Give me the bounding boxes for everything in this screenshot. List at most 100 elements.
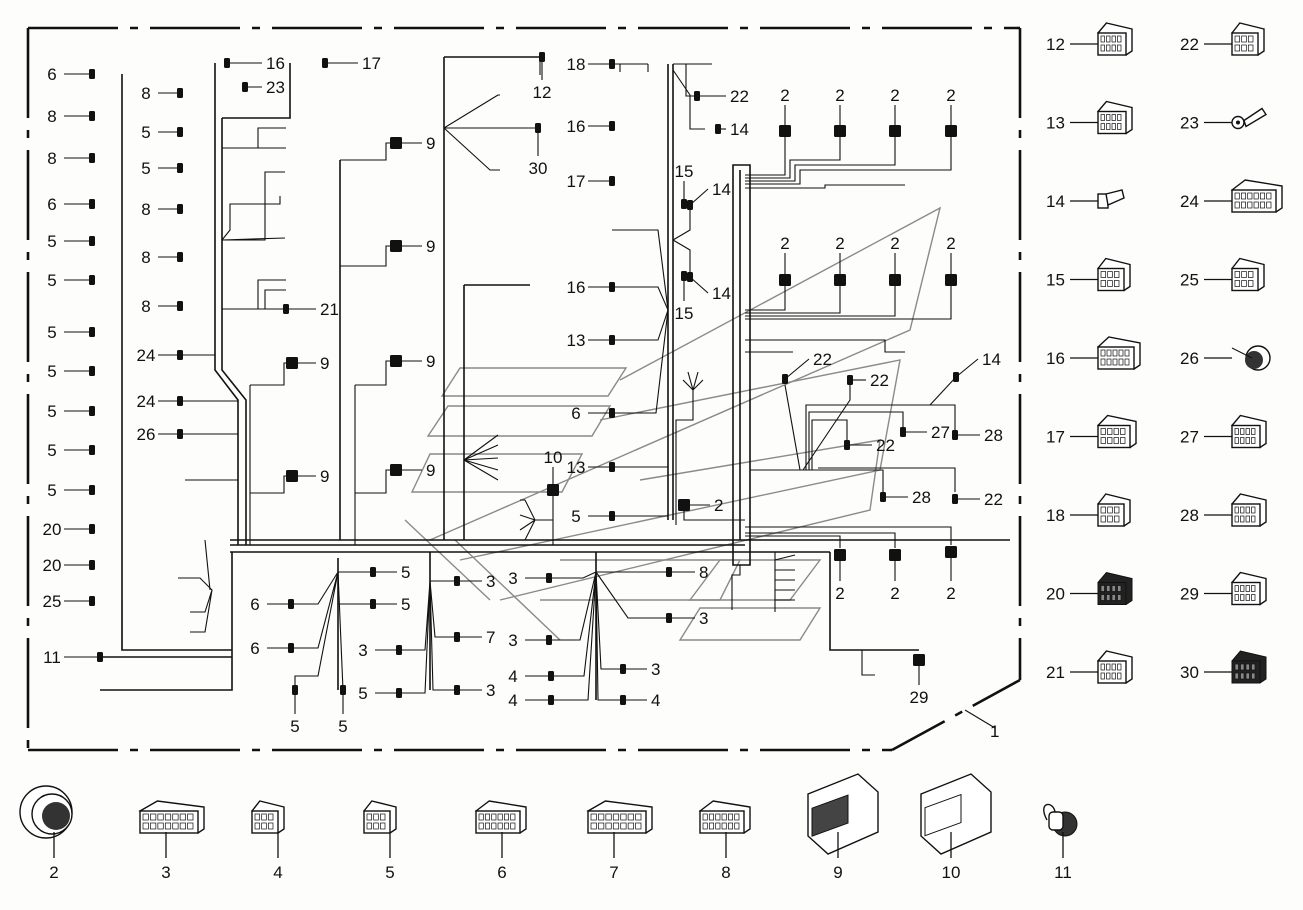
connector-mark — [548, 671, 554, 681]
callout-part-6: 6 — [250, 639, 294, 658]
assembly-callout: 1 — [990, 722, 999, 741]
connector-2pin-sealed-icon — [1231, 22, 1265, 56]
legend-item-15: 15 — [1046, 257, 1131, 292]
callout-label: 11 — [43, 648, 61, 667]
callout-label: 20 — [43, 520, 62, 539]
callout-label: 3 — [651, 660, 660, 679]
connector-3pin-sealed-icon — [1096, 650, 1133, 684]
legend-item-8: 8 — [698, 800, 751, 882]
legend-item-25: 25 — [1180, 257, 1265, 292]
callout-label: 6 — [250, 639, 259, 658]
connector-mark — [292, 685, 298, 695]
callout-part-2: 2 — [834, 86, 846, 137]
legend-item-22: 22 — [1180, 22, 1265, 56]
callout-leader — [955, 358, 979, 378]
callout-part-5: 5 — [47, 441, 95, 460]
callout-part-22: 22 — [694, 87, 749, 106]
callout-label: 22 — [730, 87, 749, 106]
callout-part-3: 3 — [358, 641, 402, 660]
callout-label: 22 — [876, 436, 895, 455]
callout-label: 5 — [338, 717, 347, 736]
callout-label: 2 — [890, 86, 899, 105]
callout-part-2: 2 — [945, 546, 957, 603]
connector-12pin-icon — [698, 800, 751, 834]
connector-mark — [242, 82, 248, 92]
callout-label: 5 — [47, 232, 56, 251]
legend-item-4: 4 — [251, 800, 285, 882]
callout-part-5: 5 — [47, 362, 95, 381]
callout-part-3: 3 — [508, 631, 552, 650]
callout-part-22: 22 — [847, 371, 889, 390]
connector-mark — [880, 492, 886, 502]
connector-mark — [89, 327, 95, 337]
callout-part-29: 29 — [910, 654, 928, 707]
callout-part-10: 10 — [544, 448, 562, 496]
callout-part-2: 2 — [889, 549, 901, 603]
connector-mark — [834, 125, 846, 137]
callout-part-27: 27 — [900, 423, 950, 442]
connector-mark — [177, 301, 183, 311]
legend-label: 23 — [1180, 114, 1199, 133]
callout-label: 2 — [835, 584, 844, 603]
legend-label: 30 — [1180, 663, 1199, 682]
callout-label: 5 — [571, 507, 580, 526]
connector-mark — [945, 125, 957, 137]
callout-label: 8 — [47, 149, 56, 168]
connector-mark — [390, 137, 402, 149]
connector-mark — [546, 573, 552, 583]
callout-label: 22 — [870, 371, 889, 390]
callout-part-5: 5 — [358, 684, 402, 703]
connector-6pin-icon — [1096, 22, 1133, 56]
callout-part-5: 5 — [47, 402, 95, 421]
legend-label: 14 — [1046, 192, 1065, 211]
callout-label: 17 — [567, 172, 586, 191]
legend-item-9: 9 — [807, 773, 879, 882]
connector-mark — [609, 176, 615, 186]
callout-label: 6 — [47, 65, 56, 84]
chassis-outline — [404, 206, 942, 641]
callout-part-26: 26 — [137, 425, 183, 444]
callout-label: 15 — [675, 162, 694, 181]
legend-label: 25 — [1180, 271, 1199, 290]
connector-8pin-icon — [1096, 414, 1137, 449]
legend-label: 24 — [1180, 192, 1199, 211]
callout-part-8: 8 — [141, 297, 183, 316]
callout-label: 4 — [651, 691, 660, 710]
connector-mark — [952, 494, 958, 504]
connector-3pin-sealed-icon — [1230, 493, 1267, 527]
legend-item-13: 13 — [1046, 100, 1133, 135]
legend-label: 3 — [161, 863, 170, 882]
callout-part-9: 9 — [286, 354, 329, 373]
callout-part-2: 2 — [945, 234, 957, 286]
callout-part-2: 2 — [779, 234, 791, 286]
connector-mark — [609, 282, 615, 292]
assembly-leader — [964, 709, 996, 729]
connector-mark — [844, 440, 850, 450]
callout-label: 8 — [699, 563, 708, 582]
callout-label: 2 — [780, 234, 789, 253]
connector-mark — [889, 549, 901, 561]
connector-mark — [322, 58, 328, 68]
callout-part-8: 8 — [47, 107, 95, 126]
connector-mark — [390, 355, 402, 367]
connector-mark — [834, 274, 846, 286]
callout-part-20: 20 — [43, 556, 95, 575]
callout-part-17: 17 — [567, 172, 615, 191]
callout-label: 5 — [47, 323, 56, 342]
legend-item-17: 17 — [1046, 414, 1137, 449]
callout-label: 12 — [533, 83, 552, 102]
callout-label: 8 — [141, 297, 150, 316]
legend-label: 28 — [1180, 506, 1199, 525]
legend-label: 26 — [1180, 349, 1199, 368]
callout-label: 3 — [358, 641, 367, 660]
callout-part-2: 2 — [889, 234, 901, 286]
legend-label: 22 — [1180, 35, 1199, 54]
callout-label: 9 — [426, 352, 435, 371]
callout-part-22: 22 — [782, 350, 832, 384]
callout-label: 14 — [712, 180, 731, 199]
callout-part-28: 28 — [880, 488, 931, 507]
legend-label: 10 — [942, 863, 961, 882]
callout-label: 2 — [946, 86, 955, 105]
callout-label: 3 — [699, 609, 708, 628]
